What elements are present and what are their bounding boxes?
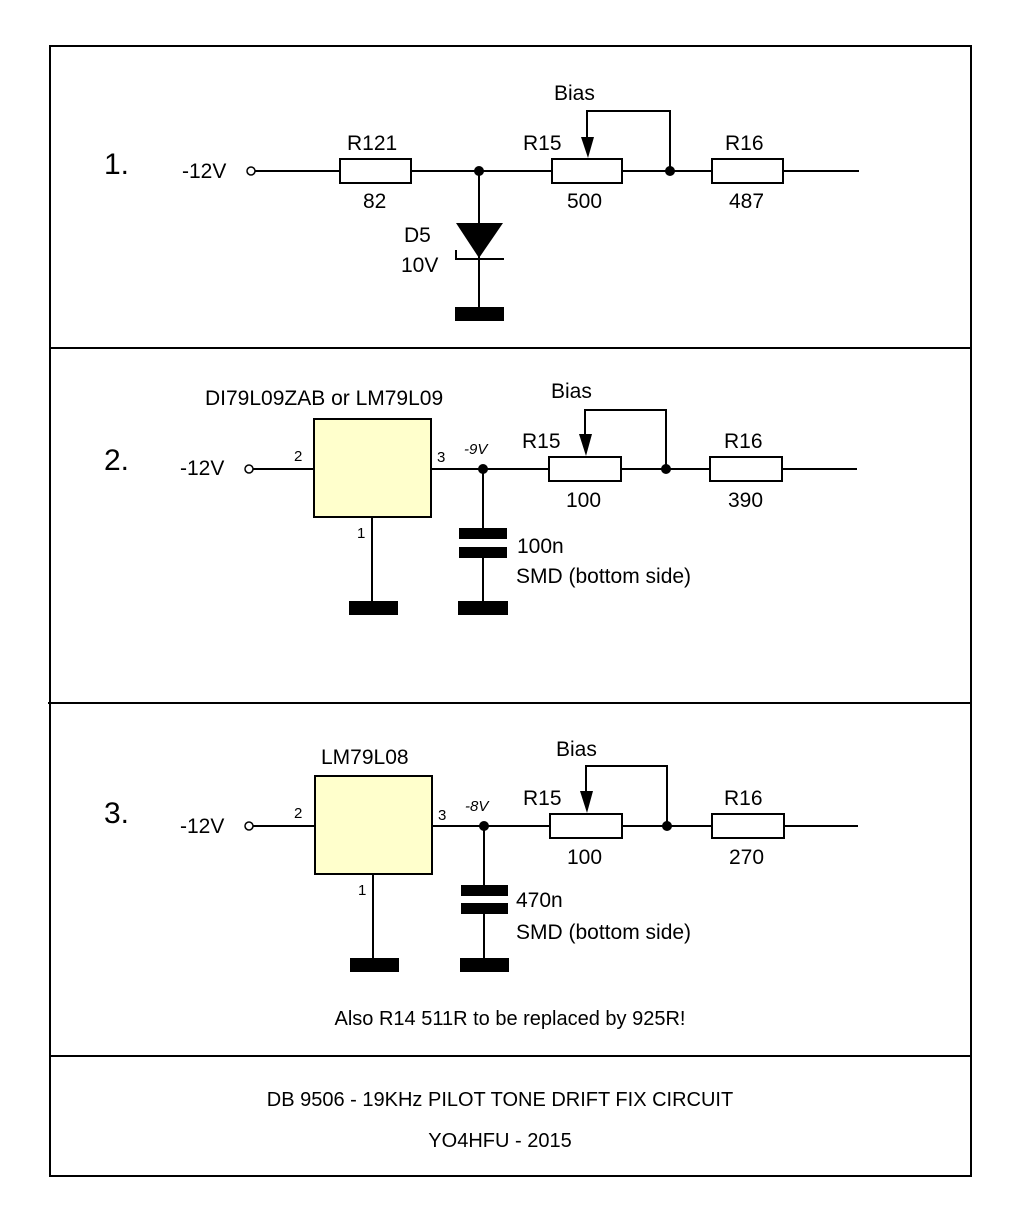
drawing-title: DB 9506 - 19KHz PILOT TONE DRIFT FIX CIR… xyxy=(267,1089,733,1111)
pot-ref: R15 xyxy=(523,132,562,155)
junction-dot-icon xyxy=(665,166,675,176)
resistor-value: 82 xyxy=(363,190,386,213)
drawing-author: YO4HFU - 2015 xyxy=(428,1130,571,1152)
bias-label: Bias xyxy=(554,82,595,105)
r16-ref: R16 xyxy=(724,787,763,810)
potentiometer-r15-icon xyxy=(548,456,622,482)
zener-diode-icon xyxy=(456,223,503,258)
ground-icon xyxy=(350,958,399,972)
r16-value: 270 xyxy=(729,846,764,869)
ground-icon xyxy=(458,601,508,615)
pot-value: 100 xyxy=(566,489,601,512)
ground-icon xyxy=(349,601,398,615)
pin-gnd-label: 1 xyxy=(358,882,366,899)
circuit-section-2: 2. -12V 2 DI79L09ZAB or LM79L09 3 1 -9V … xyxy=(104,380,857,615)
bias-label: Bias xyxy=(551,380,592,403)
r16-ref: R16 xyxy=(725,132,764,155)
r16-value: 487 xyxy=(729,190,764,213)
output-voltage-label: -8V xyxy=(465,798,490,815)
pot-ref: R15 xyxy=(522,430,561,453)
output-voltage-label: -9V xyxy=(464,441,489,458)
circuit-section-3: 3. -12V 2 LM79L08 3 1 -8V 470n SMD (bott… xyxy=(104,738,858,1030)
junction-dot-icon xyxy=(661,464,671,474)
section-number: 2. xyxy=(104,444,129,477)
capacitor-plate-icon xyxy=(459,528,507,539)
capacitor-note: SMD (bottom side) xyxy=(516,565,691,588)
resistor-ref: R121 xyxy=(347,132,397,155)
wiper-arrow-icon xyxy=(580,791,593,813)
wiper-wire xyxy=(586,110,671,171)
zener-ref: D5 xyxy=(404,224,431,247)
capacitor-plate-icon xyxy=(459,547,507,558)
section-number: 1. xyxy=(104,148,129,181)
r16-value: 390 xyxy=(728,489,763,512)
junction-dot-icon xyxy=(662,821,672,831)
pot-ref: R15 xyxy=(523,787,562,810)
r16-ref: R16 xyxy=(724,430,763,453)
resistor-r16-icon xyxy=(709,456,783,482)
input-terminal-icon xyxy=(244,464,254,474)
replacement-note: Also R14 511R to be replaced by 925R! xyxy=(335,1008,686,1030)
pin-in-label: 2 xyxy=(294,448,302,465)
ground-icon xyxy=(455,307,504,321)
capacitor-plate-icon xyxy=(461,885,508,896)
voltage-regulator-icon xyxy=(314,775,433,875)
voltage-regulator-icon xyxy=(313,418,432,518)
bias-label: Bias xyxy=(556,738,597,761)
wiper-wire xyxy=(584,409,667,469)
pot-value: 100 xyxy=(567,846,602,869)
ground-icon xyxy=(460,958,509,972)
wiper-arrow-icon xyxy=(581,137,594,158)
regulator-name: LM79L08 xyxy=(321,746,409,769)
wiper-arrow-icon xyxy=(579,434,592,456)
capacitor-note: SMD (bottom side) xyxy=(516,921,691,944)
pin-gnd-label: 1 xyxy=(357,525,365,542)
input-terminal-icon xyxy=(244,821,254,831)
section-number: 3. xyxy=(104,797,129,830)
pin-out-label: 3 xyxy=(437,449,445,466)
resistor-r121-icon xyxy=(339,158,412,184)
sheet-frame xyxy=(49,45,972,1177)
potentiometer-r15-icon xyxy=(551,158,623,184)
input-voltage-label: -12V xyxy=(180,815,224,838)
input-voltage-label: -12V xyxy=(182,160,226,183)
resistor-r16-icon xyxy=(711,158,784,184)
circuit-section-1: 1. -12V R121 82 D5 10V R15 500 Bias R16 … xyxy=(104,82,859,321)
resistor-r16-icon xyxy=(711,813,785,839)
pot-value: 500 xyxy=(567,190,602,213)
capacitor-plate-icon xyxy=(461,903,508,914)
input-voltage-label: -12V xyxy=(180,457,224,480)
capacitor-value: 470n xyxy=(516,889,563,912)
capacitor-value: 100n xyxy=(517,535,564,558)
regulator-name: DI79L09ZAB or LM79L09 xyxy=(205,387,443,410)
pin-in-label: 2 xyxy=(294,805,302,822)
input-terminal-icon xyxy=(246,166,256,176)
zener-value: 10V xyxy=(401,254,438,277)
pin-out-label: 3 xyxy=(438,807,446,824)
title-block: DB 9506 - 19KHz PILOT TONE DRIFT FIX CIR… xyxy=(267,1089,733,1152)
potentiometer-r15-icon xyxy=(549,813,623,839)
wiper-wire xyxy=(585,765,668,826)
